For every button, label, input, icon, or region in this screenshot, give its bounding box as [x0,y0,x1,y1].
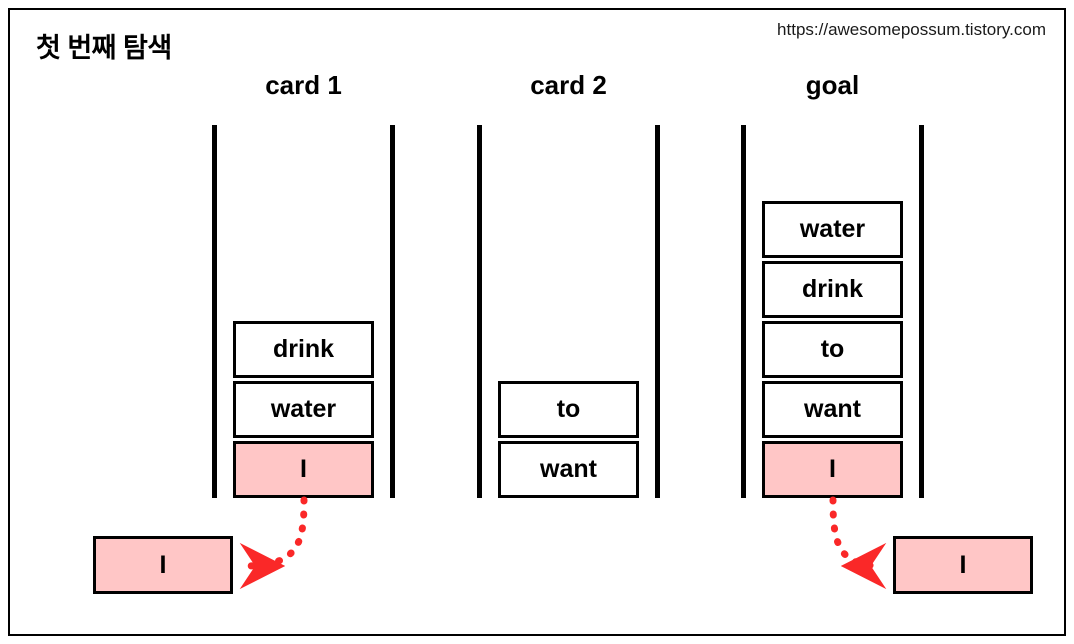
column-goal: goal water drink to want I [741,70,924,498]
column-label-card2: card 2 [530,70,607,100]
column-card2: card 2 to want [477,70,660,498]
card-item[interactable]: to [762,321,903,378]
rail-left-goal [741,125,746,498]
page-title: 첫 번째 탐색 [36,33,172,63]
card-item[interactable]: drink [762,261,903,318]
source-url-watermark: https://awesomepossum.tistory.com [777,20,1046,39]
card-item-highlighted[interactable]: I [233,441,374,498]
result-box-left[interactable]: I [93,536,233,594]
stack-card2: to want [498,125,639,498]
rail-right-goal [919,125,924,498]
rail-left-card1 [212,125,217,498]
rail-right-card1 [390,125,395,498]
card-item[interactable]: water [762,201,903,258]
rail-right-card2 [655,125,660,498]
card-item[interactable]: to [498,381,639,438]
stack-goal: water drink to want I [762,125,903,498]
column-label-card1: card 1 [265,70,342,100]
outer-frame [8,8,1066,636]
rail-left-card2 [477,125,482,498]
card-item[interactable]: water [233,381,374,438]
column-card1: card 1 drink water I [212,70,395,498]
card-item[interactable]: want [498,441,639,498]
stack-card1: drink water I [233,125,374,498]
card-item[interactable]: want [762,381,903,438]
card-item[interactable]: drink [233,321,374,378]
card-item-highlighted[interactable]: I [762,441,903,498]
column-label-goal: goal [805,70,860,100]
result-box-right[interactable]: I [893,536,1033,594]
